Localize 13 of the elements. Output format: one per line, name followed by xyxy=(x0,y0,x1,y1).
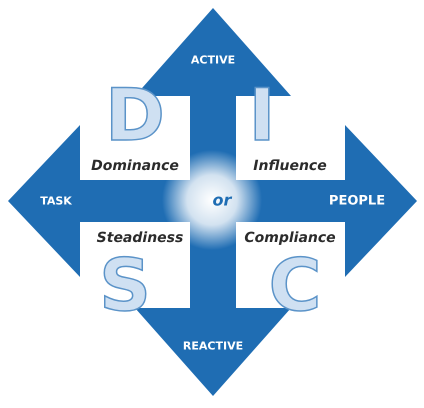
axis-label: REACTIVE xyxy=(182,340,244,352)
big-letter: I xyxy=(248,79,276,151)
style-name: Influence xyxy=(253,158,327,174)
axis-label: ACTIVE xyxy=(190,54,236,66)
style-name: Dominance xyxy=(91,158,179,174)
axis-label: TASK xyxy=(40,194,72,208)
style-name: Compliance xyxy=(244,230,336,246)
big-letter: S xyxy=(99,249,151,321)
big-letter: C xyxy=(268,249,322,321)
big-letter: D xyxy=(105,79,165,151)
style-name: Steadiness xyxy=(96,230,184,246)
axis-label: PEOPLE xyxy=(328,194,386,208)
center-word: or xyxy=(212,190,232,210)
